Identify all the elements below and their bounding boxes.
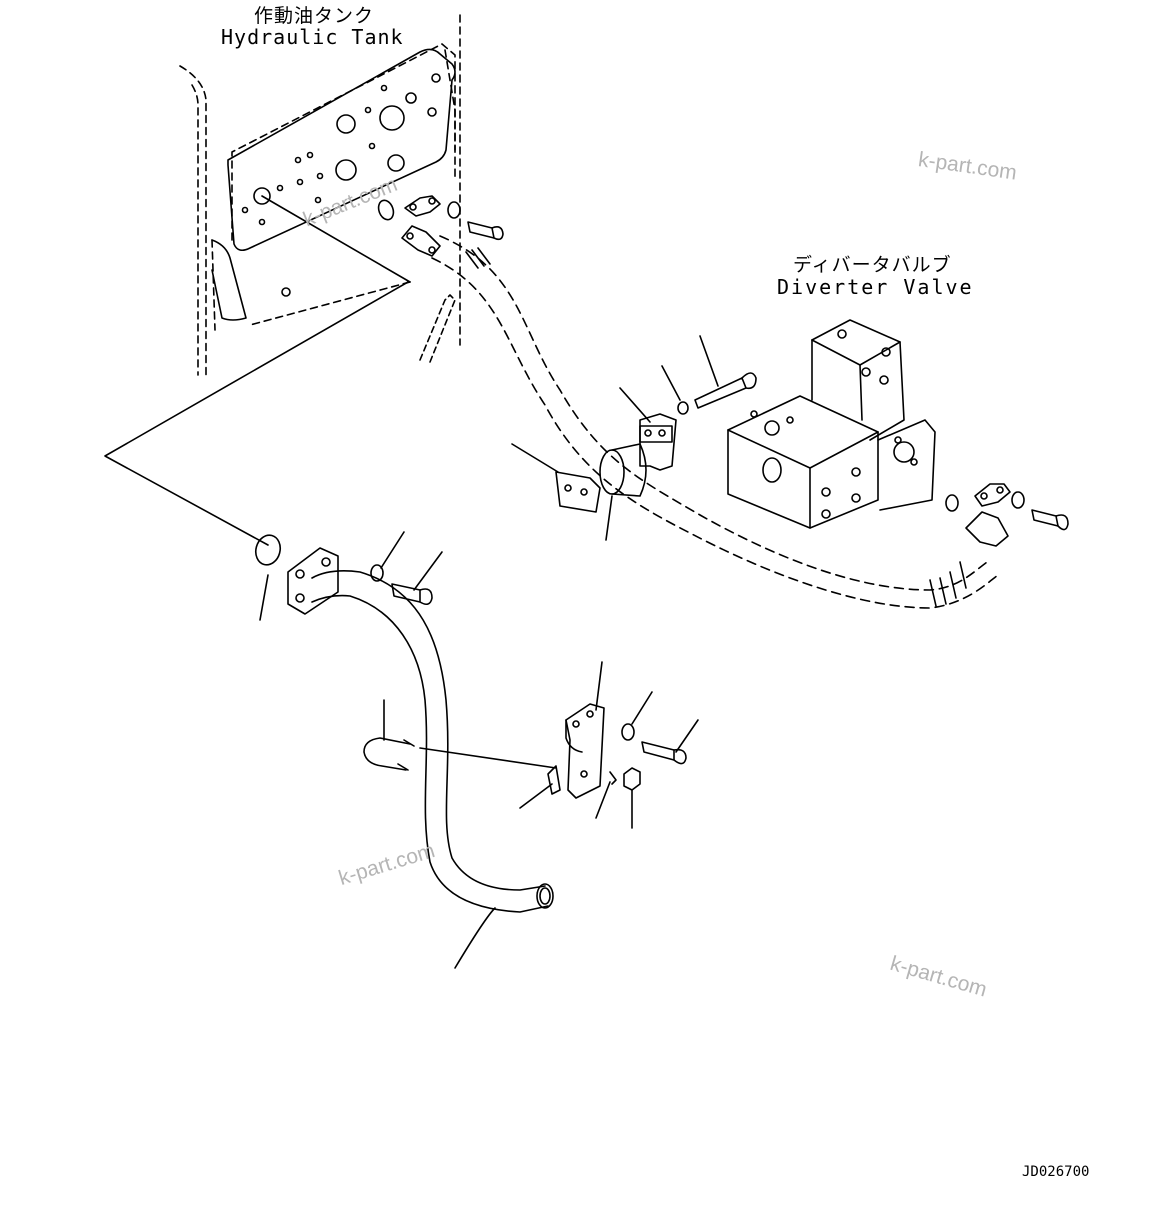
bracket-washer (621, 723, 635, 741)
upper-hose-flange (401, 225, 441, 257)
hose-wrap-upper (465, 247, 491, 269)
hex-nut (623, 767, 641, 791)
hydraulic-hose (431, 235, 999, 609)
valve-washer (1011, 491, 1025, 509)
lower-pipe-flange (287, 547, 339, 615)
diverter-valve (727, 319, 936, 529)
clamp-long-bolt (694, 372, 757, 409)
u-bolt (363, 737, 415, 771)
lock-washer (609, 771, 617, 785)
upper-o-ring (377, 199, 395, 221)
valve-split-flange (974, 483, 1011, 507)
diverter-valve-label-jp: ディバータバルブ (793, 254, 952, 276)
valve-o-ring (945, 494, 959, 512)
bracket-bolt (641, 741, 687, 765)
upper-bolt (467, 221, 504, 241)
pipe-support-bracket (565, 703, 605, 799)
leader-u-bolt (419, 747, 557, 769)
valve-bolt (1031, 509, 1069, 531)
valve-hose-flange (965, 511, 1009, 547)
suction-pipe (311, 570, 554, 913)
upper-washer (447, 201, 461, 219)
hydraulic-tank (179, 14, 461, 379)
callout-lines (259, 335, 719, 969)
lower-washer (370, 564, 384, 582)
tank-bracket (419, 294, 456, 363)
lower-o-ring (254, 534, 282, 566)
u-bolt-clip (547, 765, 561, 795)
clamp-sleeve (599, 443, 647, 497)
hydraulic-tank-label: Hydraulic Tank (221, 25, 404, 49)
clamp-washer (677, 401, 689, 415)
hose-wrap-lower (929, 561, 967, 607)
upper-split-flange-top (404, 195, 441, 217)
hydraulic-tank-label-jp: 作動油タンク (254, 5, 375, 27)
clamp-bracket-front (555, 471, 601, 513)
drawing-id: JD026700 (1022, 1164, 1090, 1180)
clamp-bracket-rear (639, 413, 677, 471)
leader-tank-port (261, 195, 411, 283)
tank-port-plate (211, 48, 456, 321)
diverter-valve-label: Diverter Valve (777, 275, 974, 299)
leader-tank-lower (104, 281, 409, 546)
lower-bolt (391, 583, 433, 606)
